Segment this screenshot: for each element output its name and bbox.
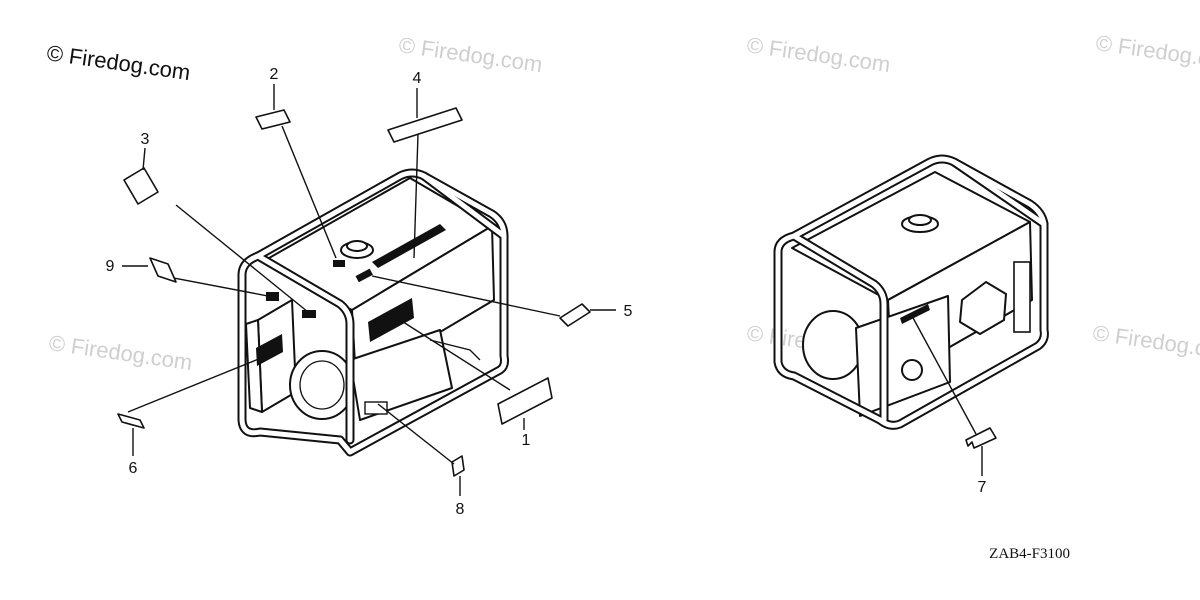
decal-parts: [117, 107, 997, 477]
generator-front-view: [237, 168, 509, 457]
callout-4: 4: [413, 70, 422, 87]
callout-8: 8: [456, 501, 465, 518]
leader-lines: [122, 84, 983, 496]
decal-part-4: [387, 107, 463, 143]
callout-9: 9: [106, 258, 115, 275]
drawing-code: ZAB4-F3100: [989, 546, 1070, 562]
callout-3: 3: [141, 131, 150, 148]
decal-part-8: [451, 455, 465, 477]
decal-part-1: [497, 377, 553, 425]
decal-part-9: [149, 257, 177, 283]
callout-2: 2: [270, 66, 279, 83]
callout-numbers: 1 2 3 4 5 6 7 8 9: [106, 66, 987, 518]
callout-7: 7: [978, 479, 987, 496]
watermark: © Firedog.com: [1094, 30, 1200, 75]
callout-5: 5: [624, 303, 633, 320]
decal-mark: [333, 260, 345, 267]
watermark: © Firedog.com: [1091, 320, 1200, 365]
watermark-main: © Firedog.com: [45, 40, 192, 85]
decal-part-6: [117, 413, 145, 429]
generator-rear-view: [773, 154, 1049, 430]
callout-6: 6: [129, 460, 138, 477]
decal-part-5: [559, 303, 591, 327]
watermark: © Firedog.com: [745, 32, 892, 77]
callout-1: 1: [522, 432, 531, 449]
decal-part-3: [123, 167, 159, 205]
decal-part-7: [965, 427, 997, 449]
watermark: © Firedog.com: [47, 330, 194, 375]
decal-part-2: [255, 109, 291, 130]
